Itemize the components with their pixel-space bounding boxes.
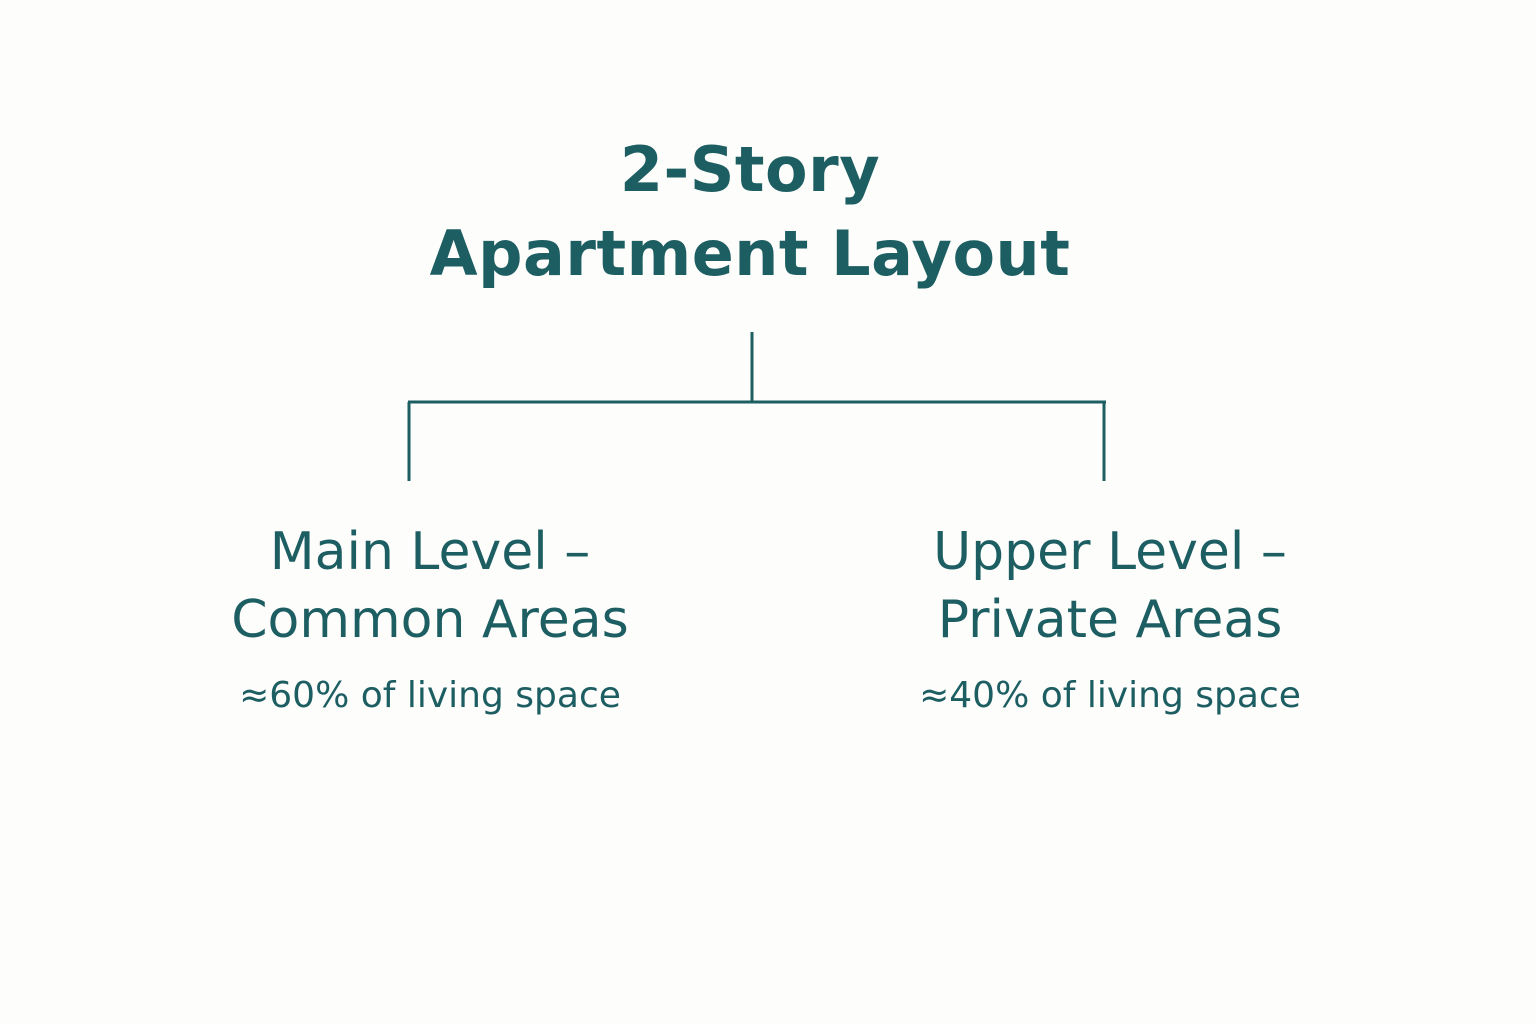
upper-level-title: Upper Level – Private Areas — [840, 518, 1380, 654]
upper-level-node: Upper Level – Private Areas ≈40% of livi… — [840, 518, 1380, 718]
upper-level-title-line-2: Private Areas — [937, 590, 1283, 650]
main-level-share: ≈60% of living space — [239, 675, 621, 716]
diagram-title-line-2: Apartment Layout — [429, 217, 1071, 290]
main-level-title-line-2: Common Areas — [231, 590, 629, 650]
main-level-title: Main Level – Common Areas — [160, 518, 700, 654]
main-level-title-line-1: Main Level – — [269, 522, 591, 582]
main-level-node: Main Level – Common Areas ≈60% of living… — [160, 518, 700, 718]
upper-level-title-line-1: Upper Level – — [933, 522, 1287, 582]
upper-level-share: ≈40% of living space — [919, 675, 1301, 716]
diagram-title-line-1: 2-Story — [619, 133, 881, 206]
diagram-title: 2-Story Apartment Layout — [0, 128, 1500, 296]
